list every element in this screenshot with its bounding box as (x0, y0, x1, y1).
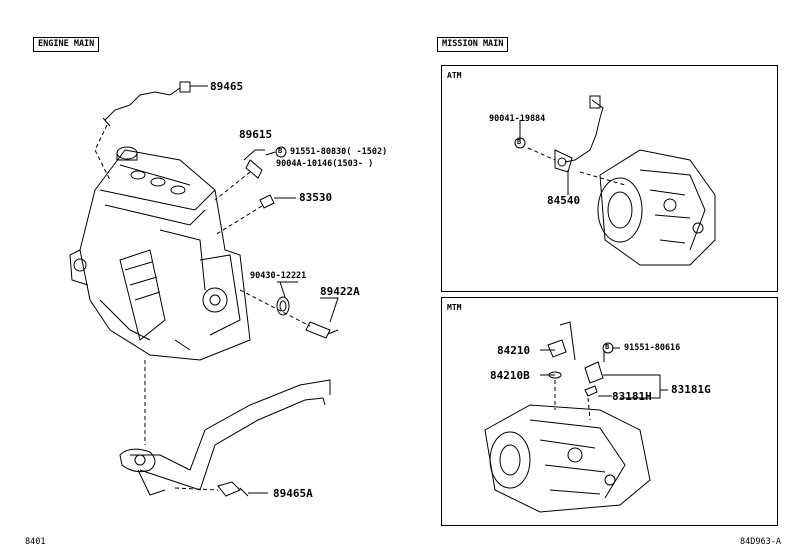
part-label-89465A: 89465A (273, 487, 313, 500)
section-title-engine-main: ENGINE MAIN (33, 37, 100, 52)
part-label-83181G: 83181G (671, 383, 711, 396)
sensor-89422A-drawing (305, 321, 339, 339)
mtm-panel (441, 297, 778, 526)
sensor-89465A-drawing (217, 481, 249, 497)
part-label-89615: 89615 (239, 128, 273, 141)
switch-83530-drawing (259, 194, 275, 209)
part-label-90041-19884: 90041-19884 (489, 114, 546, 124)
bolt-marker-engine (275, 146, 287, 158)
sensor-89465-drawing (102, 81, 191, 127)
footer-code-right: 84D963-A (740, 537, 781, 547)
part-label-89465: 89465 (210, 80, 244, 93)
sensor-89615-drawing (243, 149, 263, 179)
part-label-84540: 84540 (547, 194, 581, 207)
part-label-91551-80830: 91551-80830( -1502) (290, 147, 388, 157)
part-label-9004A-10146: 9004A-10146(1503- ) (276, 159, 374, 169)
mtm-panel-title: MTM (447, 303, 462, 312)
bolt-marker-mtm (602, 342, 614, 354)
part-label-91551-80616: 91551-80616 (624, 343, 681, 353)
footer-code-left: 8401 (25, 537, 46, 547)
bolt-marker-atm-label: B (517, 138, 522, 146)
exhaust-pipe-drawing (119, 360, 331, 496)
part-label-90430-12221: 90430-12221 (250, 271, 307, 281)
bolt-marker-mtm-label: B (605, 343, 610, 351)
mtm-switch-83181G-drawing (584, 361, 604, 397)
part-label-89422A: 89422A (320, 285, 360, 298)
mtm-transmission-drawing (484, 404, 651, 513)
atm-panel-title: ATM (447, 71, 462, 80)
atm-transmission-drawing (597, 149, 716, 266)
atm-panel (441, 65, 778, 292)
part-label-84210B: 84210B (490, 369, 530, 382)
part-label-84210: 84210 (497, 344, 531, 357)
part-label-83530: 83530 (299, 191, 333, 204)
bolt-marker-engine-label: B (278, 147, 283, 155)
engine-block-drawing (69, 146, 251, 361)
bolt-marker-atm (514, 137, 526, 149)
section-title-mission-main: MISSION MAIN (437, 37, 509, 52)
part-label-83181H: 83181H (612, 390, 652, 403)
gasket-90430-drawing (276, 296, 290, 316)
